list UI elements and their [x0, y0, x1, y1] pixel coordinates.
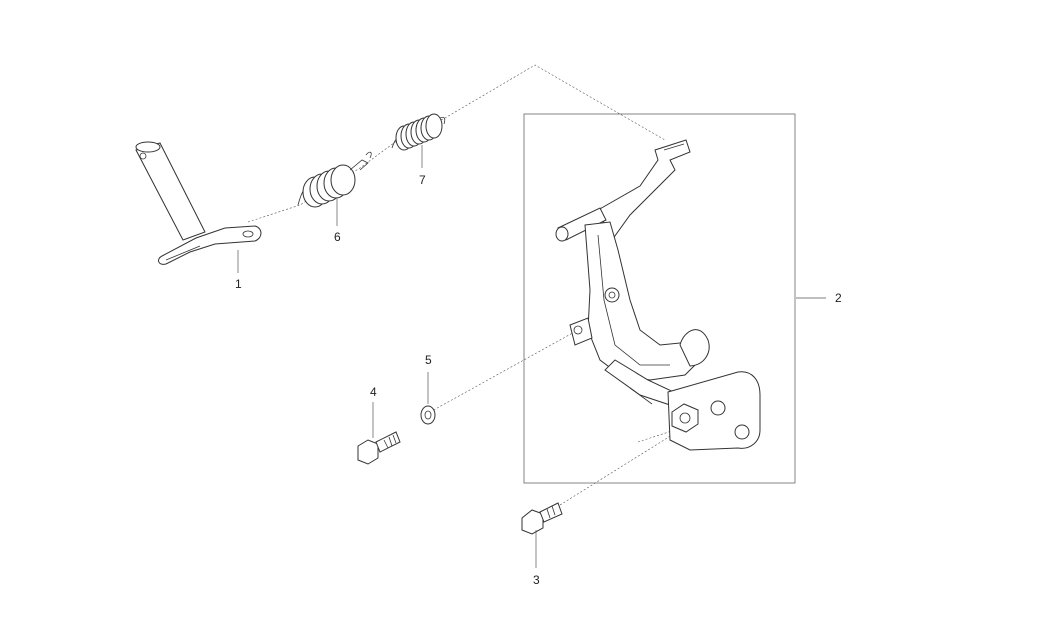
spring-small	[391, 113, 446, 151]
washer	[420, 405, 436, 425]
alignment-line-washer	[429, 329, 579, 413]
bolt-small	[357, 431, 401, 465]
callout-1: 1	[235, 277, 242, 291]
bracket-assembly	[555, 139, 761, 451]
callout-3: 3	[533, 573, 540, 587]
callout-2: 2	[835, 291, 842, 305]
callout-6: 6	[334, 230, 341, 244]
assembly-frame	[523, 113, 796, 484]
spring-large	[297, 151, 372, 208]
callout-5: 5	[425, 353, 432, 367]
callout-7: 7	[419, 173, 426, 187]
lever-part	[135, 141, 262, 265]
callout-4: 4	[370, 385, 377, 399]
bolt-large	[521, 502, 563, 535]
